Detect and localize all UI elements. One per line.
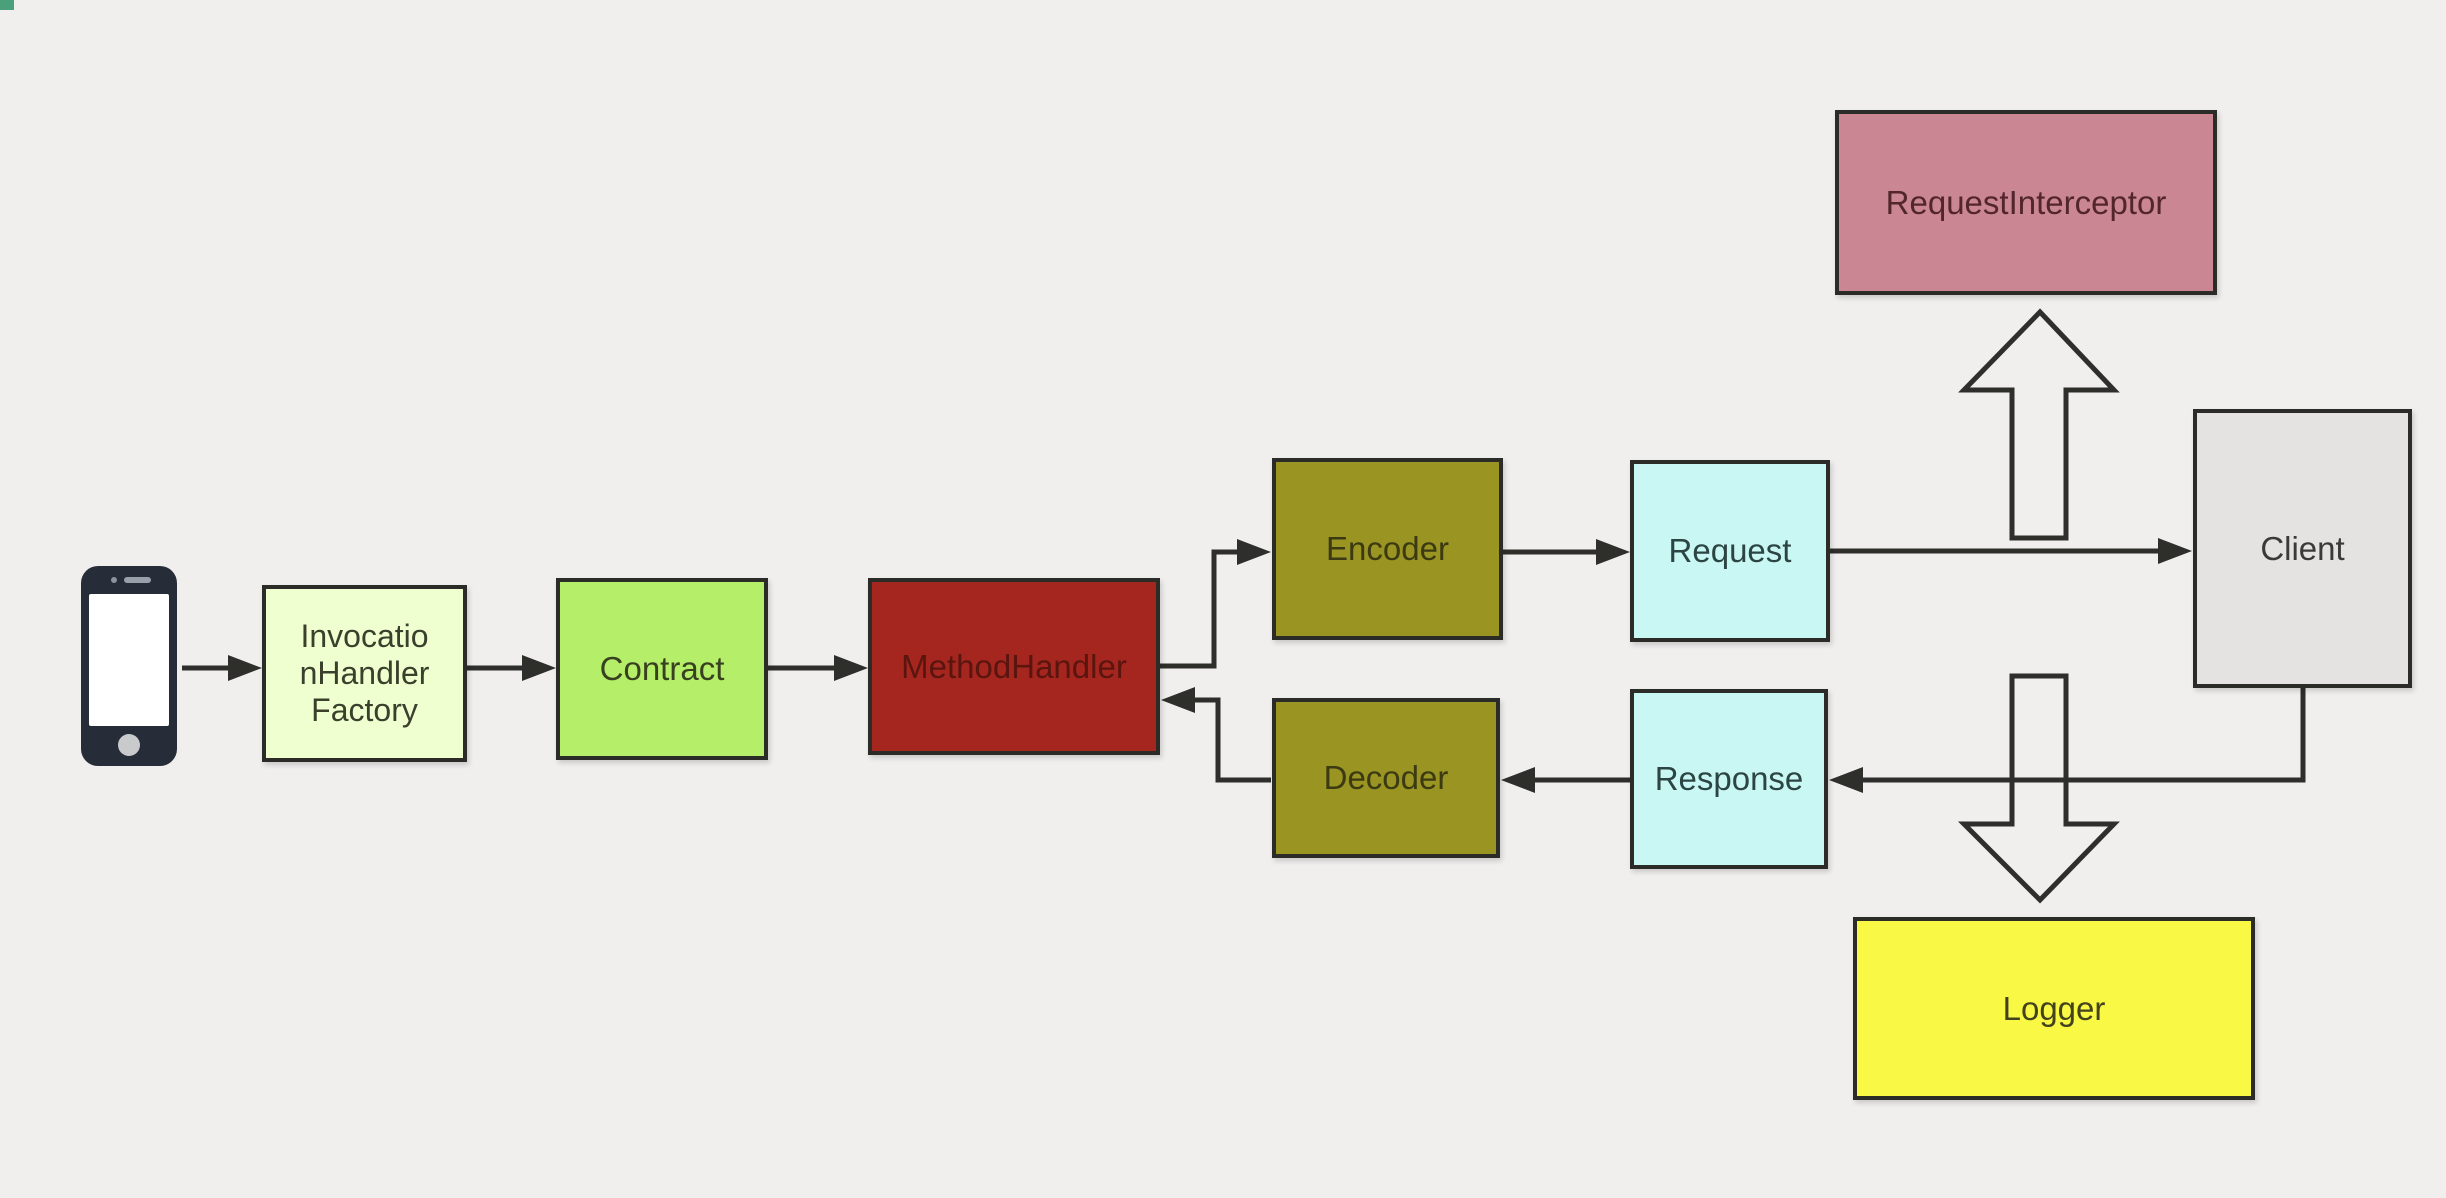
- edge-encoder-to-request-arrowhead: [1596, 539, 1630, 565]
- edge-decoder-to-methodhandler-arrowhead: [1161, 687, 1195, 713]
- edge-factory-to-contract-arrowhead: [522, 655, 556, 681]
- node-response: Response: [1630, 689, 1828, 869]
- node-logger: Logger: [1853, 917, 2255, 1100]
- node-request-interceptor: RequestInterceptor: [1835, 110, 2217, 295]
- node-label: RequestInterceptor: [1885, 183, 2167, 221]
- edge-decoder-to-methodhandler: [1194, 697, 1271, 783]
- edge-client-to-response: [1862, 687, 2306, 783]
- node-invocation-handler-factory: InvocationHandlerFactory: [262, 585, 467, 762]
- node-label: Decoder: [1323, 759, 1449, 797]
- edge-request-to-client-arrowhead: [2158, 538, 2192, 564]
- node-label: InvocationHandlerFactory: [299, 618, 430, 728]
- node-decoder: Decoder: [1272, 698, 1500, 858]
- node-request: Request: [1630, 460, 1830, 642]
- smartphone-icon: [80, 565, 178, 767]
- edge-client-to-response-arrowhead: [1829, 767, 1863, 793]
- corner-accent-mark: [0, 0, 14, 10]
- edge-contract-to-methodhandler-arrowhead: [834, 655, 868, 681]
- node-label: Encoder: [1326, 530, 1449, 568]
- node-label: Request: [1668, 532, 1792, 570]
- edge-phone-to-factory-arrowhead: [228, 655, 262, 681]
- block-arrow-down-icon: [1957, 673, 2120, 904]
- edge-response-to-decoder-arrowhead: [1501, 767, 1535, 793]
- node-label: Client: [2260, 529, 2345, 567]
- edge-methodhandler-to-encoder: [1160, 549, 1238, 669]
- node-label: Response: [1654, 760, 1804, 798]
- edge-methodhandler-to-encoder-arrowhead: [1237, 539, 1271, 565]
- node-encoder: Encoder: [1272, 458, 1503, 640]
- node-label: Logger: [2002, 989, 2106, 1027]
- node-contract: Contract: [556, 578, 768, 760]
- block-arrow-up-icon: [1958, 308, 2120, 541]
- node-method-handler: MethodHandler: [868, 578, 1160, 755]
- node-client: Client: [2193, 409, 2412, 688]
- node-label: Contract: [599, 650, 725, 688]
- node-label: MethodHandler: [901, 647, 1127, 685]
